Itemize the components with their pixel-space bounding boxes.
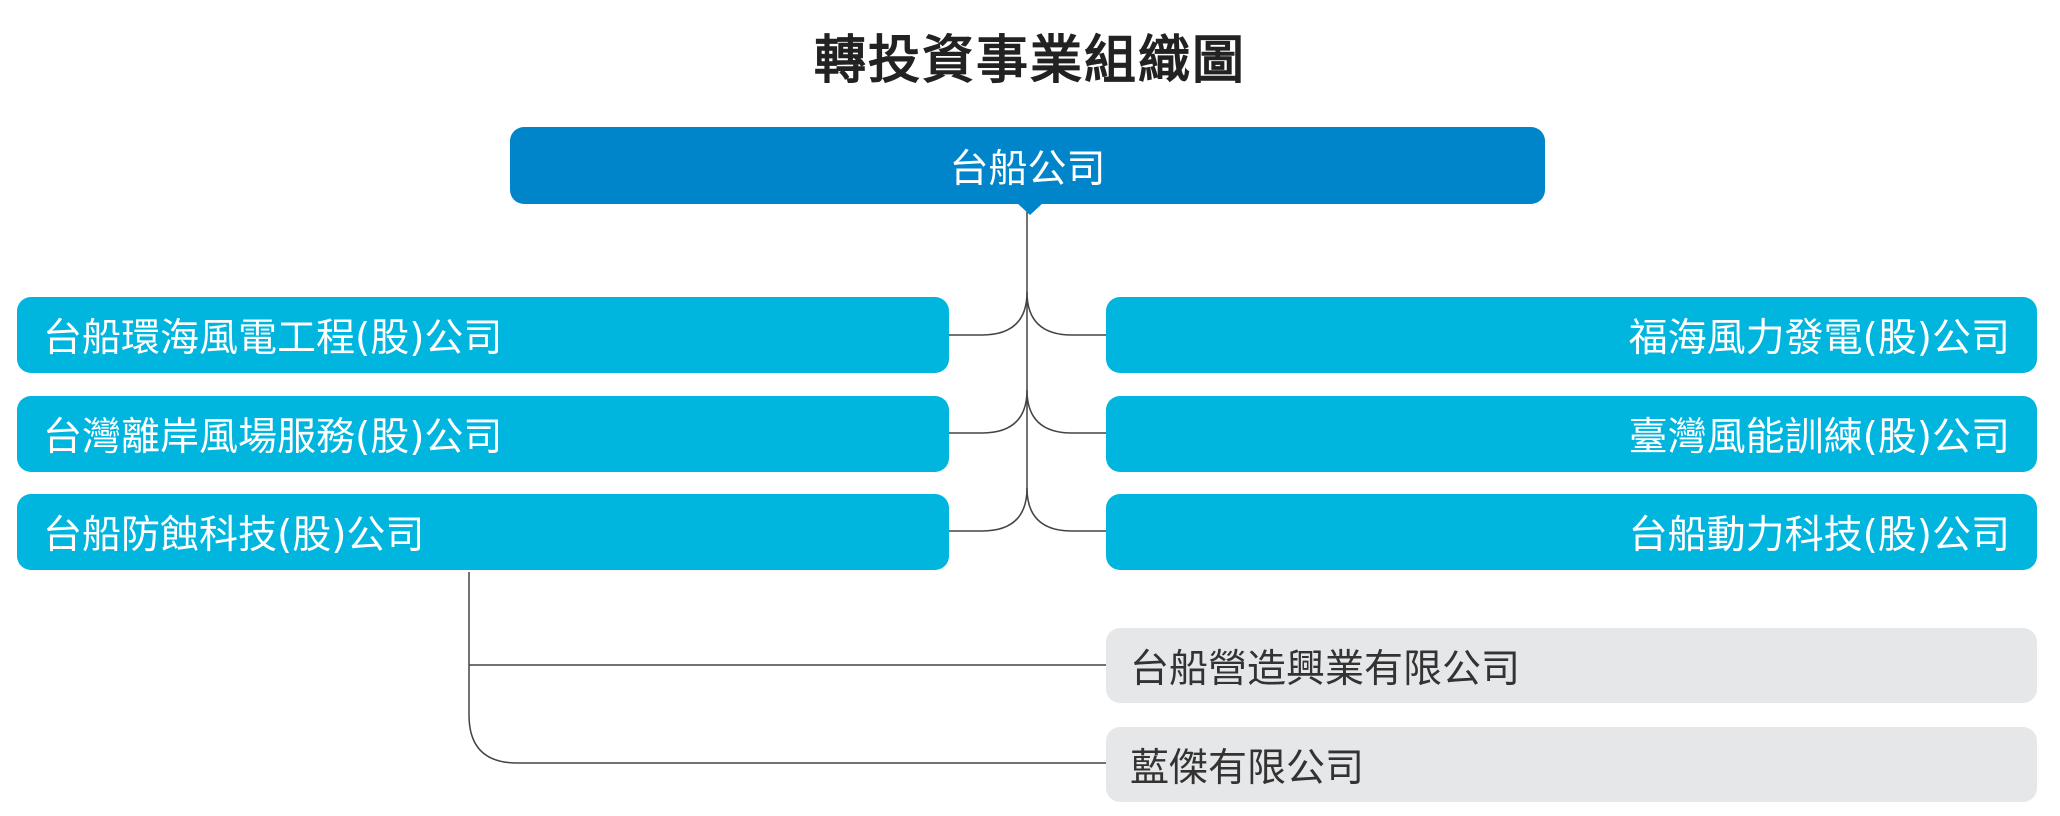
node-label: 台船環海風電工程(股)公司 [43, 316, 503, 361]
node-right-3: 台船動力科技(股)公司 [1106, 494, 2037, 570]
node-sub-2: 藍傑有限公司 [1106, 727, 2037, 802]
node-left-3: 台船防蝕科技(股)公司 [17, 494, 949, 570]
node-left-1: 台船環海風電工程(股)公司 [17, 297, 949, 373]
node-sub-1: 台船營造興業有限公司 [1106, 628, 2037, 703]
node-label: 台灣離岸風場服務(股)公司 [43, 415, 503, 460]
branch-row-2 [949, 389, 1106, 434]
node-label: 台船防蝕科技(股)公司 [43, 513, 425, 558]
root-node: 台船公司 [510, 127, 1545, 215]
node-right-2: 臺灣風能訓練(股)公司 [1106, 396, 2037, 472]
branch-row-1 [949, 291, 1106, 336]
branch-row-3 [949, 487, 1106, 532]
node-label: 台船營造興業有限公司 [1130, 646, 1521, 692]
chart-title: 轉投資事業組織圖 [813, 31, 1246, 91]
node-right-1: 福海風力發電(股)公司 [1106, 297, 2037, 373]
node-label: 藍傑有限公司 [1130, 745, 1365, 791]
node-label: 臺灣風能訓練(股)公司 [1628, 415, 2010, 460]
node-label: 福海風力發電(股)公司 [1628, 316, 2010, 361]
root-label: 台船公司 [949, 146, 1106, 192]
sub-branch-2 [468, 572, 1106, 764]
node-label: 台船動力科技(股)公司 [1628, 513, 2010, 558]
node-left-2: 台灣離岸風場服務(股)公司 [17, 396, 949, 472]
